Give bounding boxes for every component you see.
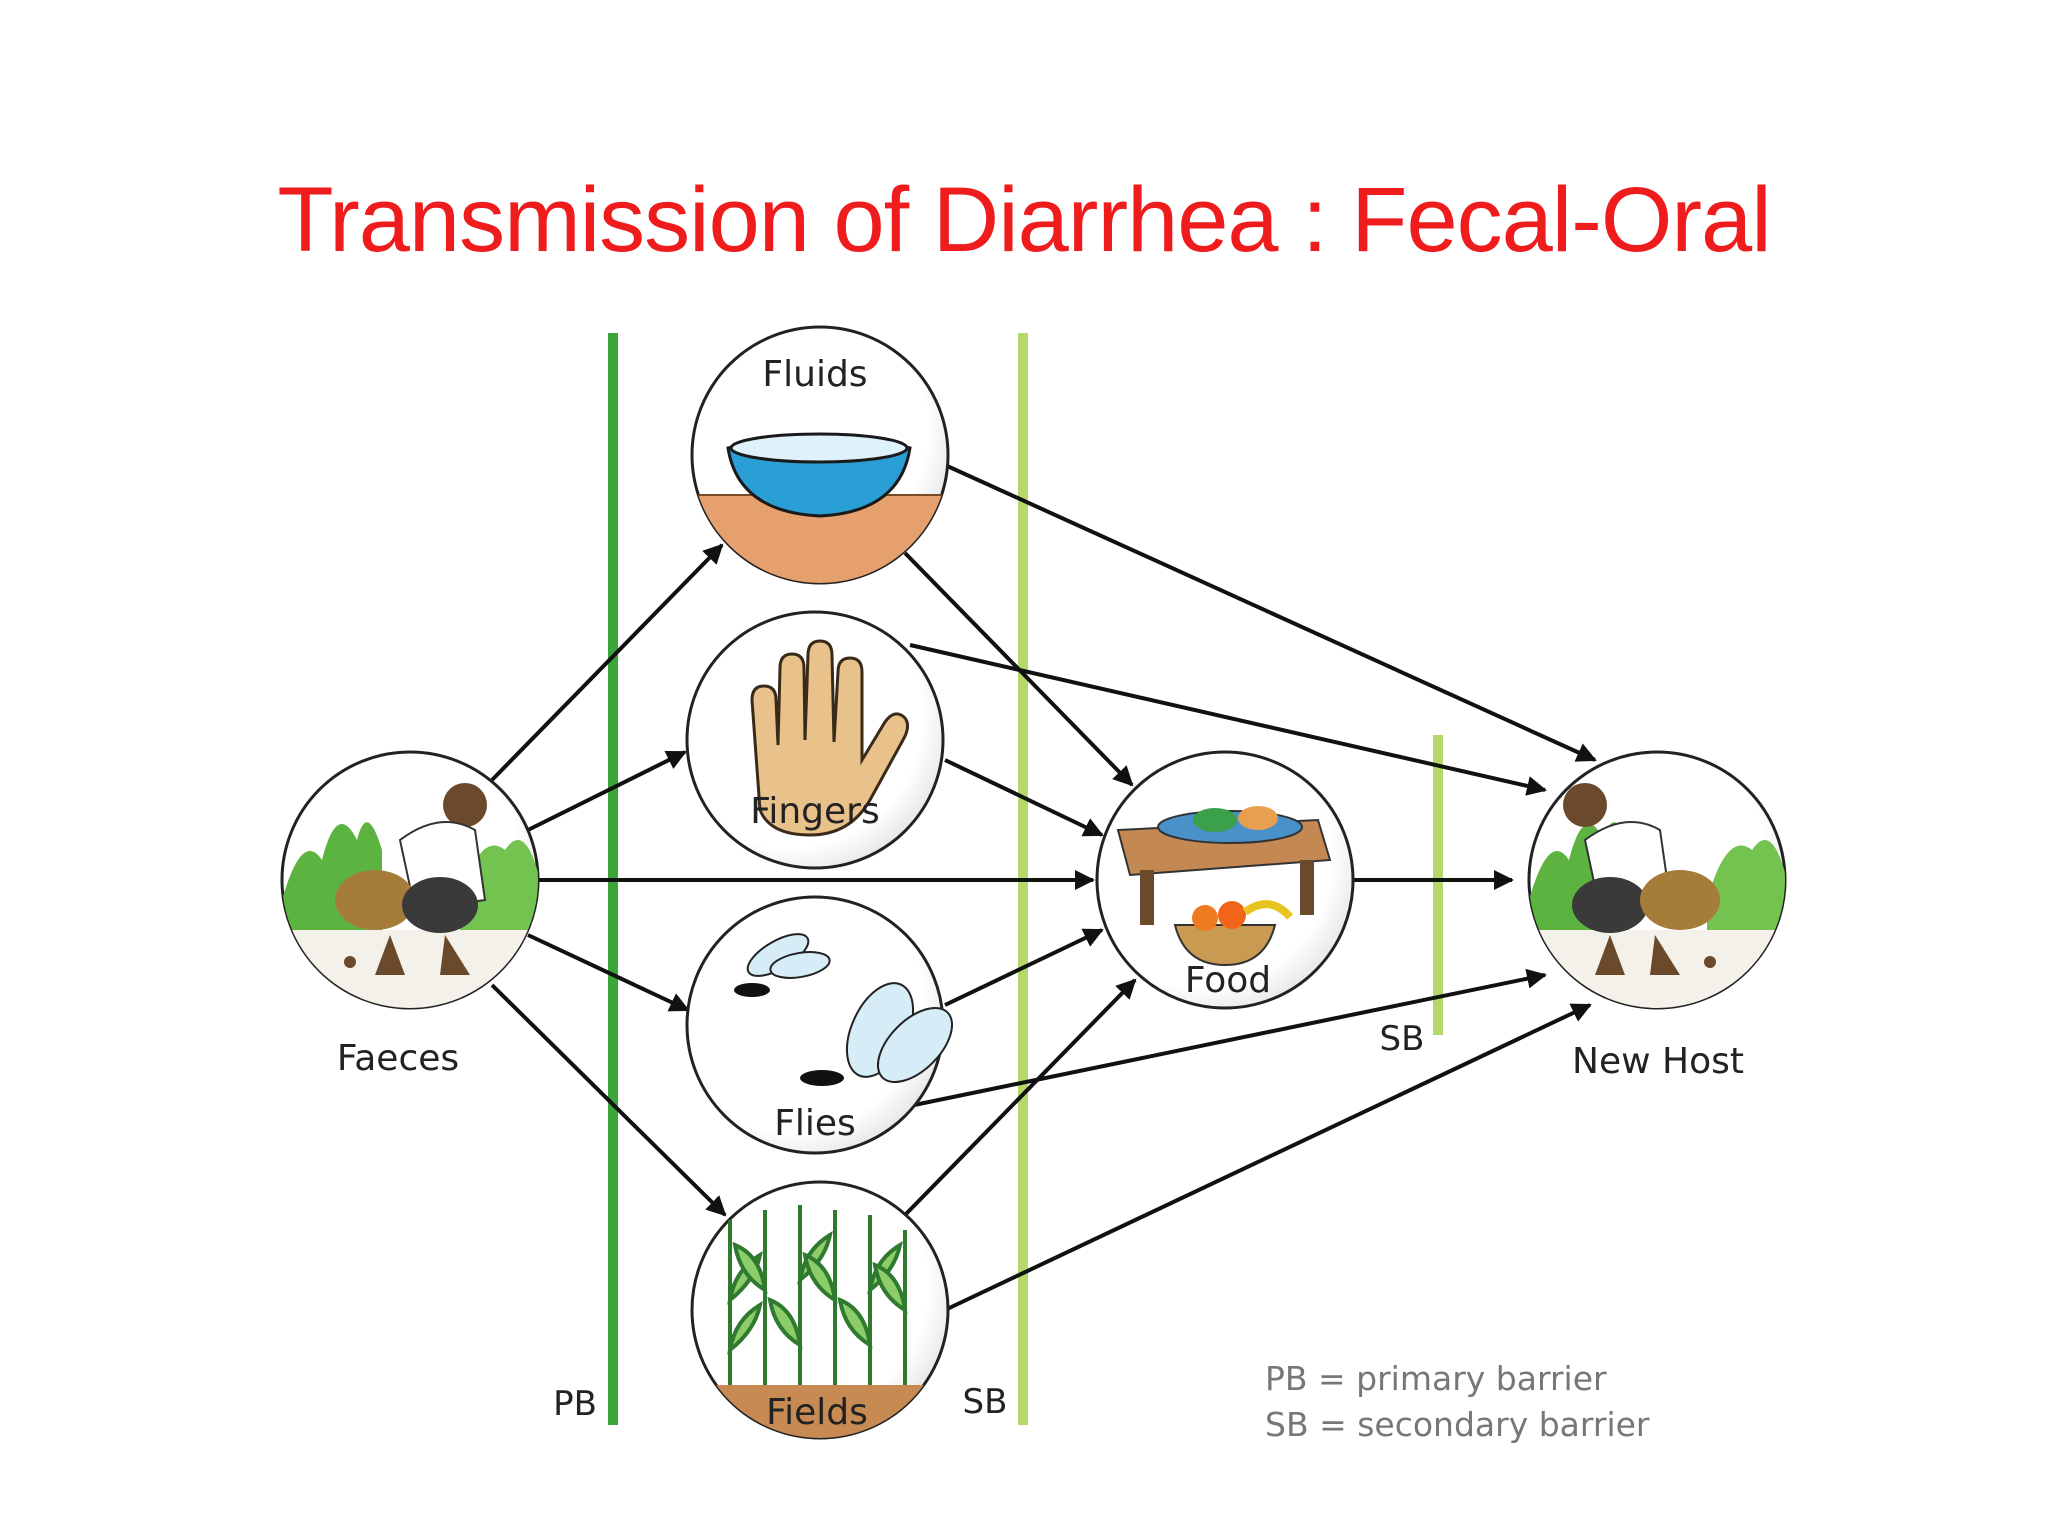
- arrow-faeces-flies: [527, 933, 690, 1012]
- fruit-basket-icon: [1173, 900, 1294, 967]
- fly-icon: [734, 933, 831, 997]
- fly-icon: [800, 982, 954, 1086]
- label-fluids: Fluids: [762, 354, 867, 395]
- label-secondary-barrier: SB: [963, 1382, 1008, 1422]
- label-new-host: New Host: [1572, 1041, 1744, 1082]
- hand-icon: [750, 639, 910, 837]
- food-node: [1095, 750, 1355, 1010]
- label-faeces: Faeces: [337, 1038, 459, 1079]
- arrow-flies-food: [944, 928, 1104, 1007]
- arrow-faeces-fields: [490, 983, 727, 1217]
- arrow-flies-newhost: [889, 968, 1547, 1112]
- legend-line-secondary: SB = secondary barrier: [1265, 1405, 1650, 1444]
- flies-node: [685, 895, 954, 1155]
- label-flies: Flies: [774, 1103, 856, 1144]
- new-host-node: [1527, 750, 1787, 1010]
- label-fingers: Fingers: [750, 791, 879, 832]
- arrow-fluids-newhost: [944, 463, 1597, 762]
- arrow-faeces-fluids: [490, 543, 724, 782]
- transmission-arrows: [490, 463, 1597, 1312]
- label-fields: Fields: [766, 1392, 868, 1433]
- arrow-fingers-newhost: [909, 643, 1547, 796]
- fingers-node: [685, 610, 945, 870]
- label-secondary-barrier-food: SB: [1380, 1019, 1425, 1059]
- legend-line-primary: PB = primary barrier: [1265, 1359, 1607, 1398]
- fields-node: [690, 1180, 950, 1440]
- arrow-fingers-food: [944, 758, 1104, 837]
- table-icon: [1116, 806, 1332, 925]
- label-food: Food: [1185, 960, 1271, 1001]
- arrow-fields-food: [903, 978, 1137, 1217]
- label-primary-barrier: PB: [553, 1384, 597, 1424]
- arrow-fields-newhost: [944, 1003, 1592, 1312]
- faeces-node: [280, 750, 540, 1010]
- page-title: Transmission of Diarrhea : Fecal-Oral: [277, 169, 1771, 271]
- arrow-faeces-fingers: [527, 750, 687, 832]
- legend: PB = primary barrier SB = secondary barr…: [1265, 1359, 1650, 1444]
